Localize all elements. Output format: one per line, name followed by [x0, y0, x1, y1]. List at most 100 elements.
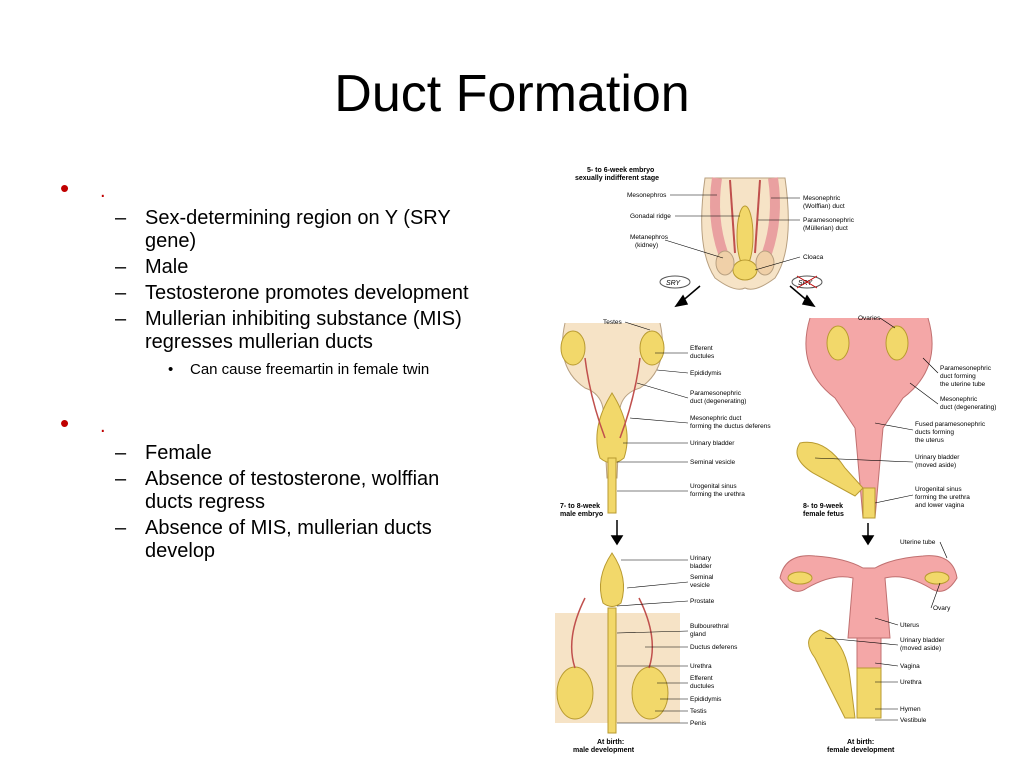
- label-vagina: Vagina: [900, 663, 920, 670]
- label-ductules: ductules: [690, 353, 715, 360]
- male-birth-illustration: [555, 552, 680, 734]
- female-mid-leaders: [814, 317, 939, 504]
- sry-label-right: SRY: [798, 280, 813, 287]
- sub-bullet-text: Male: [145, 256, 189, 278]
- sry-label-left: SRY: [666, 280, 681, 287]
- label-fused-paramesonephric: Fused paramesonephric: [915, 421, 986, 428]
- sub-bullet: –Sex-determining region on Y (SRY gene): [115, 207, 451, 252]
- sub-bullet: –Mullerian inhibiting substance (MIS) re…: [115, 308, 462, 353]
- label-ovaries: Ovaries: [858, 315, 881, 322]
- sub-bullet-text: Testosterone promotes development: [145, 282, 469, 304]
- bullet-male: • .: [60, 173, 490, 204]
- label-moved-aside-f: (moved aside): [915, 462, 956, 469]
- slide-title: Duct Formation: [334, 65, 690, 123]
- bullet-list: • . –Sex-determining region on Y (SRY ge…: [60, 173, 490, 563]
- label-mesonephric-f: Mesonephric: [940, 396, 978, 403]
- label-bulbourethral: Bulbourethral: [690, 623, 729, 630]
- female-mid-caption: 8- to 9-week female fetus: [803, 503, 844, 518]
- sub-bullet-text: Mullerian inhibiting substance (MIS) reg…: [145, 308, 462, 353]
- label-the-uterus: the uterus: [915, 437, 945, 444]
- top-leader-lines: [664, 194, 801, 271]
- caption-line1: 7- to 8-week: [560, 503, 600, 510]
- caption-line2: male development: [573, 747, 635, 754]
- female-bottom-labels: Uterine tube Ovary Uterus Urinary bladde…: [900, 539, 951, 724]
- bullet-text: .: [100, 415, 106, 437]
- sub-bullet-text: Absence of testosterone, wolffian ducts …: [145, 468, 440, 513]
- label-gland: gland: [690, 631, 706, 638]
- sub-sub-bullet: •Can cause freemartin in female twin: [168, 361, 430, 378]
- arrows-down: [610, 520, 875, 546]
- male-bottom-labels: Urinary bladder Seminal vesicle Prostate…: [690, 555, 738, 727]
- top-caption-line2: sexually indifferent stage: [575, 175, 659, 182]
- sub-bullet-text: Female: [145, 442, 212, 464]
- label-urinary-bladder-m: Urinary bladder: [690, 440, 735, 447]
- top-labels: Mesonephros Gonadal ridge Metanephros (k…: [627, 192, 855, 261]
- label-bladder: bladder: [690, 563, 713, 570]
- label-mesonephric-duct-m: Mesonephric duct: [690, 415, 741, 422]
- caption-line1: At birth:: [847, 739, 874, 746]
- bullet-text: .: [100, 180, 106, 202]
- male-mid-labels: Testes Efferent ductules Epididymis Para…: [603, 319, 771, 498]
- male-bottom-caption: At birth: male development: [573, 739, 635, 754]
- label-vesicle: vesicle: [690, 582, 710, 589]
- label-duct-degenerating-m: duct (degenerating): [690, 398, 746, 405]
- label-ductules-b: ductules: [690, 683, 715, 690]
- label-urinary-bladder-b: Urinary bladder: [900, 637, 945, 644]
- caption-line1: 8- to 9-week: [803, 503, 843, 510]
- label-epididymis: Epididymis: [690, 370, 722, 377]
- label-vestibule: Vestibule: [900, 717, 927, 724]
- label-urinary: Urinary: [690, 555, 712, 562]
- caption-line2: female fetus: [803, 511, 844, 518]
- sub-bullet: –Absence of MIS, mullerian ducts develop: [115, 517, 432, 562]
- label-urinary-bladder-f: Urinary bladder: [915, 454, 960, 461]
- caption-line1: At birth:: [597, 739, 624, 746]
- sub-bullet: –Female: [115, 442, 212, 464]
- label-uterus: Uterus: [900, 622, 920, 629]
- label-urogenital-sinus-f: Urogenital sinus: [915, 486, 962, 493]
- sub-bullet-text: Sex-determining region on Y (SRY gene): [145, 207, 451, 252]
- label-paramesonephric: Paramesonephric: [803, 217, 855, 224]
- label-mesonephros: Mesonephros: [627, 192, 667, 199]
- female-bottom-caption: At birth: female development: [827, 739, 895, 754]
- bullet-dot: •: [60, 173, 70, 203]
- label-uterine-tube: Uterine tube: [900, 539, 936, 546]
- label-paramesonephric-m: Paramesonephric: [690, 390, 742, 397]
- label-testes: Testes: [603, 319, 623, 326]
- label-urethra-m: Urethra: [690, 663, 712, 670]
- top-caption: 5- to 6-week embryo sexually indifferent…: [575, 167, 659, 182]
- sub-bullet: –Male: [115, 256, 189, 278]
- indifferent-stage-illustration: [701, 177, 789, 290]
- label-uterine-tube-f: the uterine tube: [940, 381, 986, 388]
- female-bottom-leaders: [824, 541, 948, 721]
- label-duct-degenerating-f: duct (degenerating): [940, 404, 996, 411]
- label-seminal-vesicle-m: Seminal vesicle: [690, 459, 736, 466]
- label-mesonephric: Mesonephric: [803, 195, 841, 202]
- female-fetus-illustration: [796, 317, 933, 519]
- label-moved-aside-b: (moved aside): [900, 645, 941, 652]
- label-prostate: Prostate: [690, 598, 715, 605]
- label-urogenital-sinus-m: Urogenital sinus: [690, 483, 737, 490]
- female-birth-illustration: [779, 555, 958, 719]
- label-cloaca: Cloaca: [803, 254, 824, 261]
- label-metanephros: Metanephros: [630, 234, 669, 241]
- caption-line2: female development: [827, 747, 895, 754]
- male-mid-caption: 7- to 8-week male embryo: [560, 503, 603, 518]
- label-testis: Testis: [690, 708, 707, 715]
- label-lower-vagina: and lower vagina: [915, 502, 965, 509]
- label-duct-forming: duct forming: [940, 373, 976, 380]
- duct-development-figure: 5- to 6-week embryo sexually indifferent…: [545, 158, 1015, 758]
- label-forming-urethra-m: forming the urethra: [690, 491, 745, 498]
- label-ducts-forming: ducts forming: [915, 429, 954, 436]
- label-efferent: Efferent: [690, 345, 713, 352]
- male-bottom-leaders: [616, 559, 689, 724]
- label-paramesonephric-f: Paramesonephric: [940, 365, 992, 372]
- top-caption-line1: 5- to 6-week embryo: [587, 167, 654, 174]
- male-mid-leaders: [617, 321, 689, 492]
- arrows-top: [674, 285, 816, 308]
- label-ductus-deferens: Ductus deferens: [690, 644, 738, 651]
- caption-line2: male embryo: [560, 511, 603, 518]
- label-ductus-deferens-m: forming the ductus deferens: [690, 423, 771, 430]
- label-efferent-b: Efferent: [690, 675, 713, 682]
- label-mullerian-duct: (Müllerian) duct: [803, 225, 848, 232]
- sub-bullet: –Absence of testosterone, wolffian ducts…: [115, 468, 440, 513]
